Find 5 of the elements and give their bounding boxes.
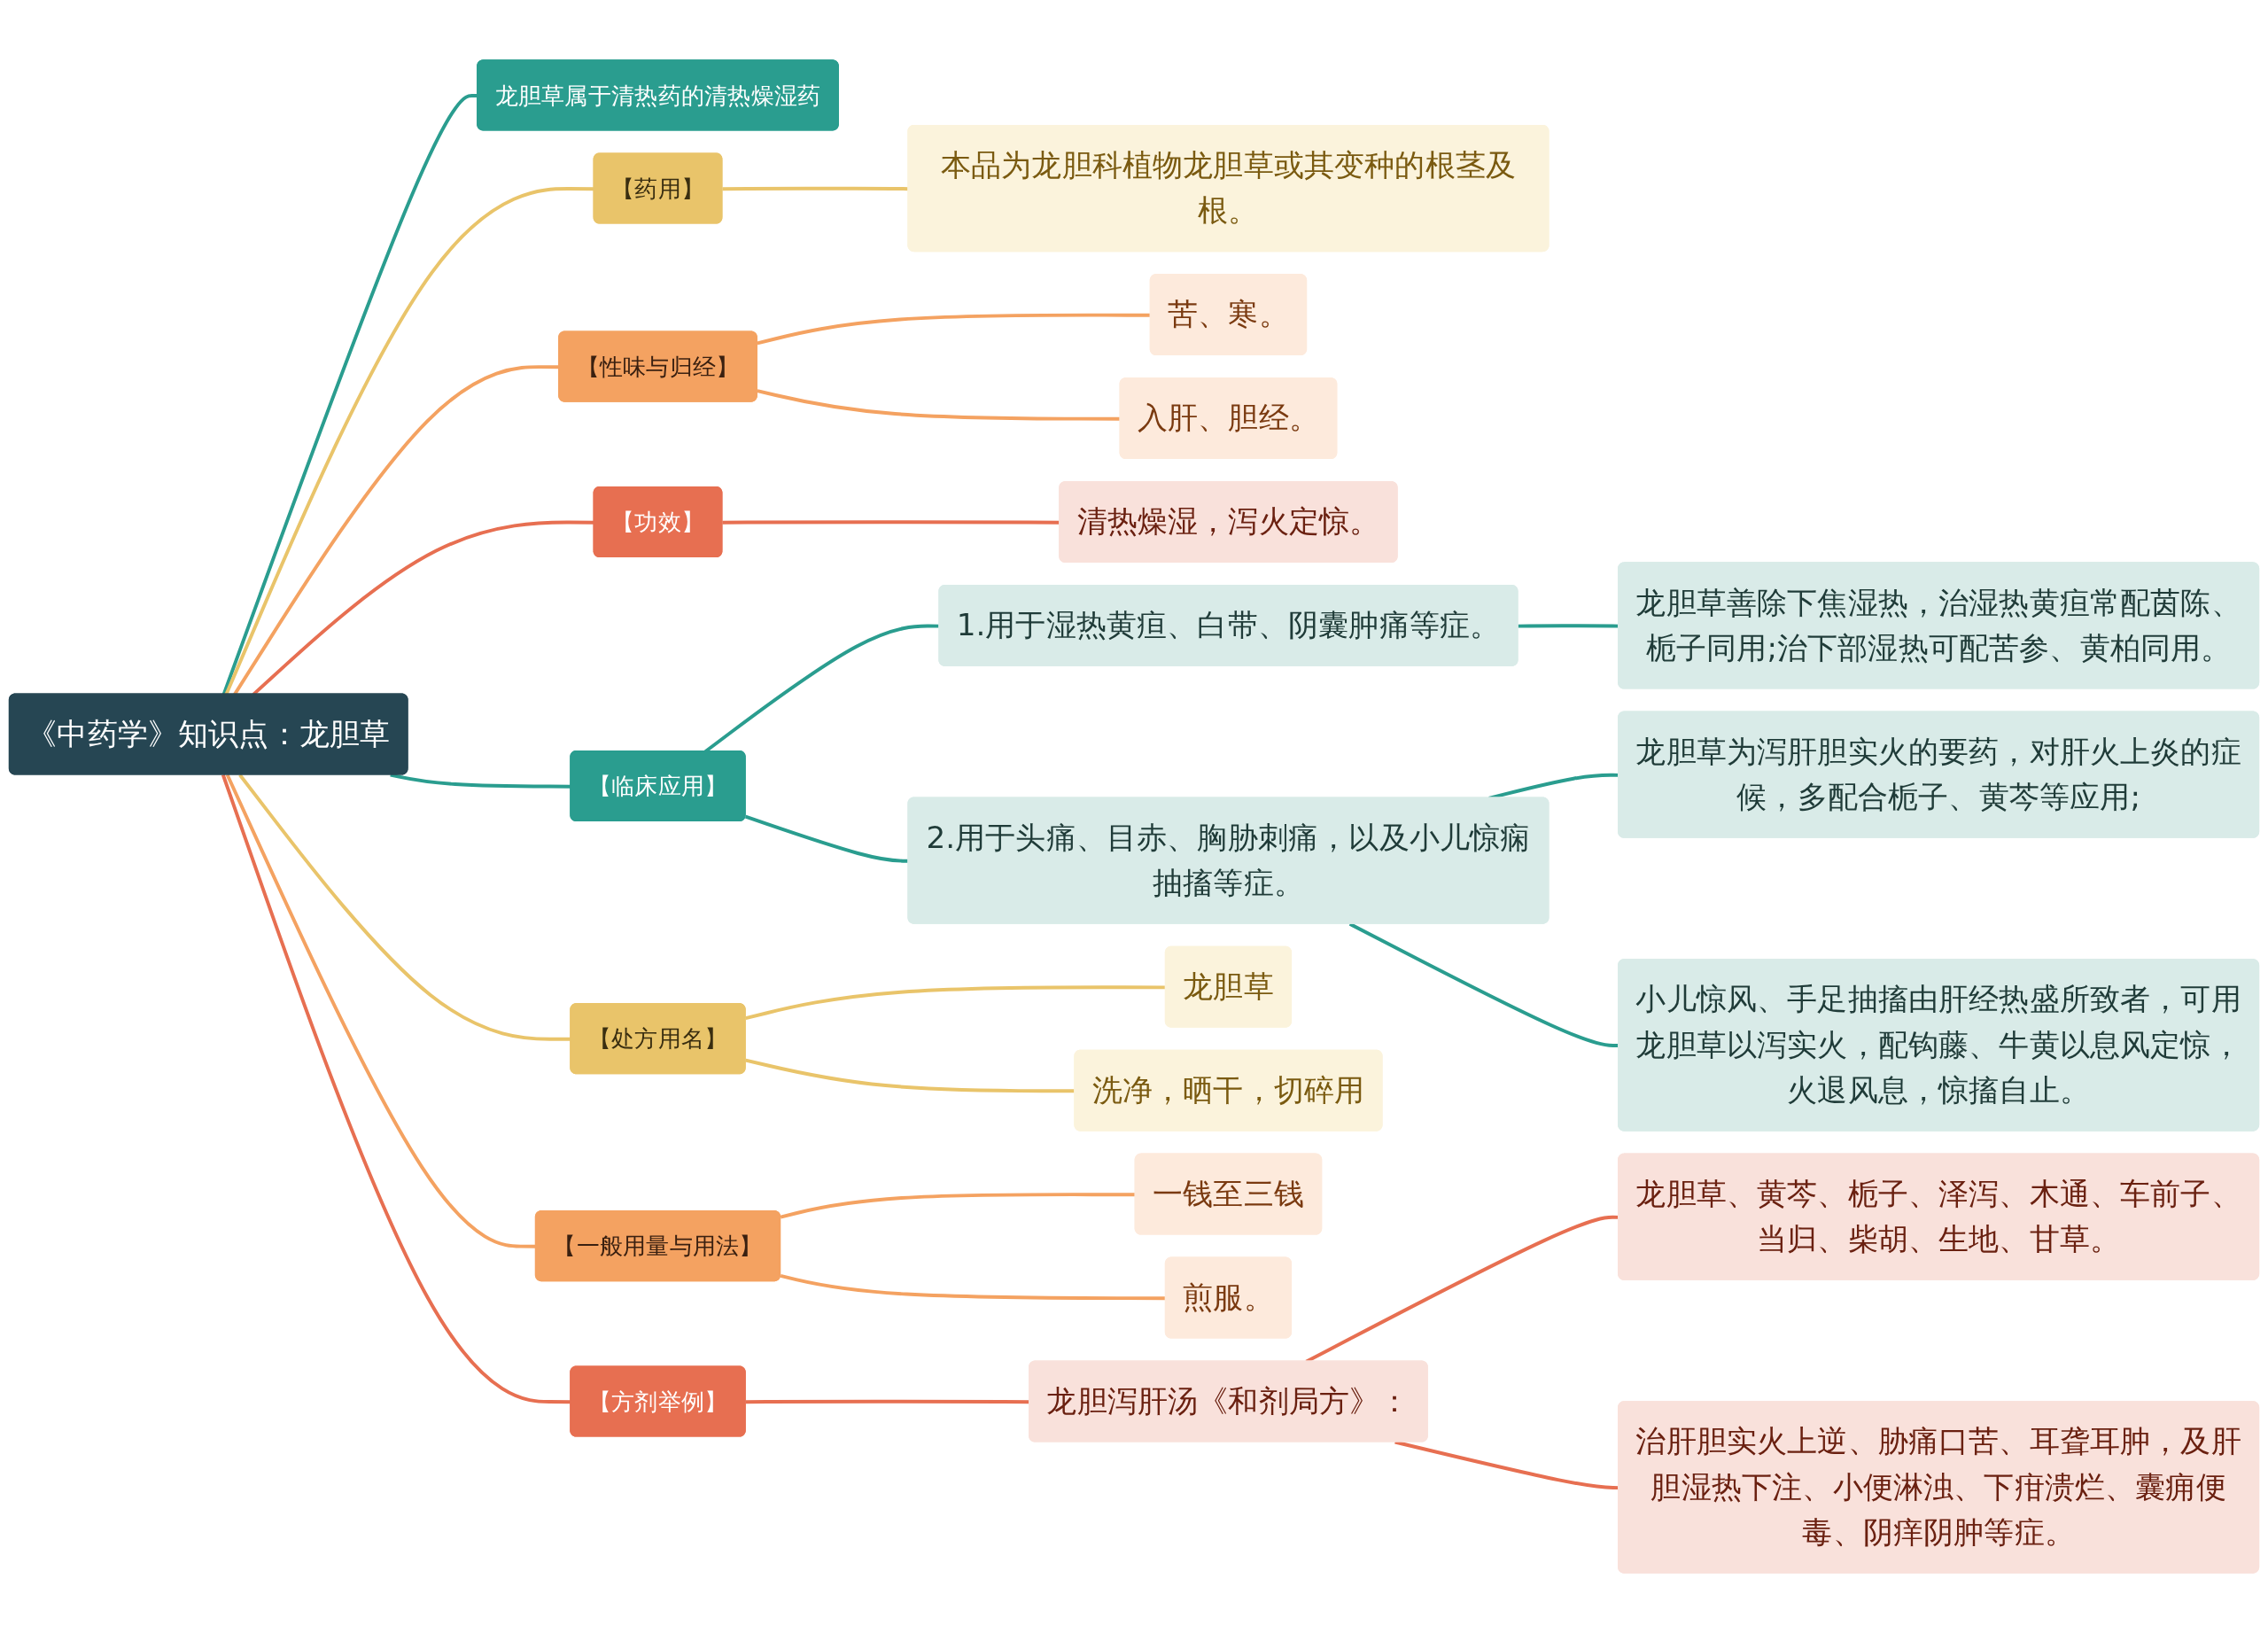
connector (744, 814, 909, 863)
connector (722, 186, 909, 191)
connector (757, 389, 1121, 421)
connector (224, 187, 594, 696)
connector (780, 1193, 1136, 1219)
